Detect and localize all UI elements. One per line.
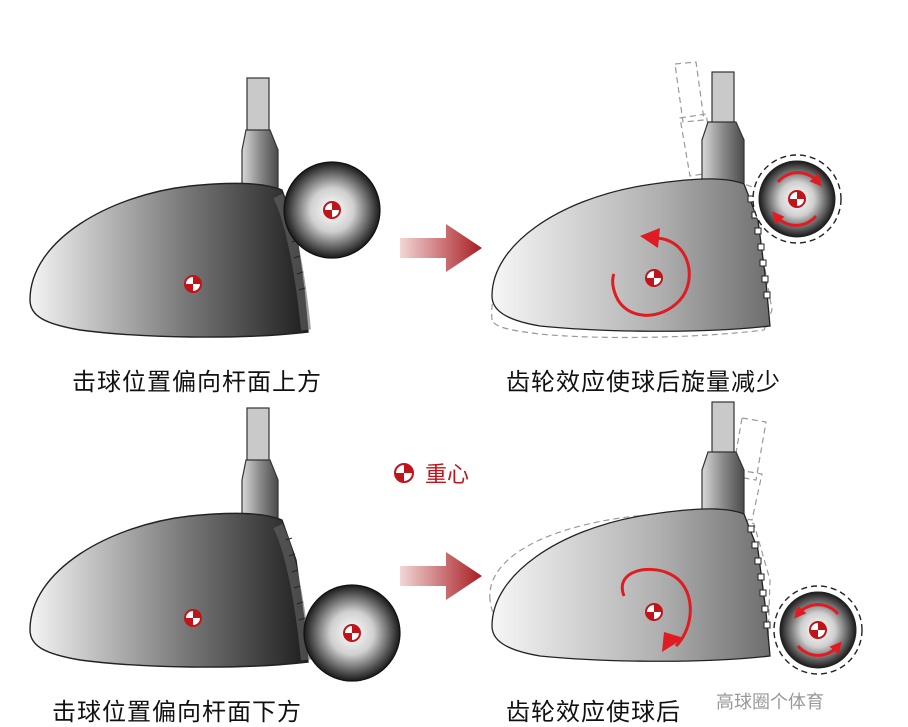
club-head-bottom-right <box>489 401 771 662</box>
arrow-top <box>400 224 482 272</box>
watermark: 高球圈个体育 <box>712 688 828 714</box>
caption-top-left: 击球位置偏向杆面上方 <box>72 368 322 396</box>
golf-ball-top-left <box>283 161 381 259</box>
legend-label: 重心 <box>425 463 470 488</box>
arrow-bottom <box>400 552 482 600</box>
center-of-gravity-icon <box>645 269 663 287</box>
legend: 重心 <box>393 457 469 489</box>
center-of-gravity-icon <box>394 463 414 483</box>
center-of-gravity-icon <box>184 275 202 293</box>
club-head-bottom-left <box>30 408 308 667</box>
golf-ball-bottom-left <box>303 584 401 682</box>
caption-bottom-right: 齿轮效应使球后 <box>506 698 681 726</box>
club-head-top-right <box>491 61 773 339</box>
center-of-gravity-icon <box>645 603 663 621</box>
gear-ball-top-right <box>752 154 842 244</box>
gear-ball-bottom-right <box>773 585 863 675</box>
caption-top-right: 齿轮效应使球后旋量减少 <box>506 368 781 396</box>
center-of-gravity-icon <box>184 609 202 627</box>
club-head-top-left <box>30 78 308 337</box>
caption-bottom-left: 击球位置偏向杆面下方 <box>52 698 302 726</box>
